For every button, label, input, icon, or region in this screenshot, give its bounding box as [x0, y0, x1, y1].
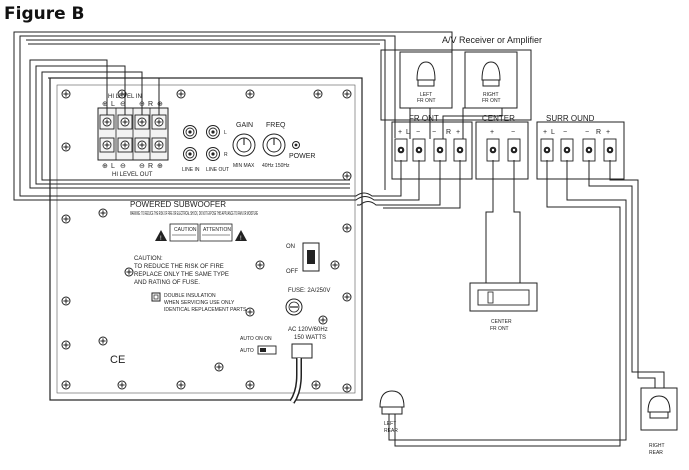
switch-off-label: OFF	[286, 269, 298, 275]
freq-label: FREQ	[266, 122, 286, 129]
right-front-label-1: RIGHT	[483, 92, 499, 98]
speaker-center: CENTER FR ONT	[469, 282, 538, 332]
caution-line-4: AND RATING OF FUSE.	[134, 280, 200, 286]
freq-knob-icon	[262, 133, 286, 157]
fuse-label: FUSE: 2A/250V	[288, 288, 330, 294]
hi-out-pin-6: ⊕	[157, 163, 163, 170]
svg-text:!: !	[240, 236, 242, 242]
speaker-right-rear: RIGHT REAR	[640, 387, 678, 456]
hi-out-pin-3: ⊖	[120, 163, 126, 170]
caution-line-3: REPLACE ONLY THE SAME TYPE	[134, 272, 229, 278]
product-name: POWERED SUBWOOFER	[130, 200, 226, 209]
surround-l-label: L	[551, 129, 555, 136]
surround-section-label: SURR OUND	[546, 114, 595, 123]
rca-l-label: L	[224, 130, 227, 136]
hi-level-terminal-block: ⊕ L ⊖ ⊖ R ⊕ HI LEVEL IN ⊕ L ⊖ ⊖ R ⊕ HI L…	[97, 94, 169, 178]
speaker-icon	[647, 395, 671, 419]
hi-out-pin-1: ⊕	[102, 163, 108, 170]
warning-triangle-right-icon: !	[235, 230, 247, 242]
hi-in-pin-5: R	[148, 101, 153, 108]
rca-r-label: R	[224, 152, 228, 158]
speaker-right-front: RIGHT FR ONT	[464, 51, 518, 109]
front-section-label: FR ONT	[409, 114, 439, 123]
left-rear-label-2: REAR	[384, 428, 398, 434]
speaker-icon	[379, 390, 405, 415]
hi-out-pin-4: ⊖	[139, 163, 145, 170]
gain-label: GAIN	[236, 122, 253, 129]
surround-r-plus: +	[606, 129, 610, 136]
double-insulation-line-1: DOUBLE INSULATION	[164, 293, 216, 299]
warning-small-text: WARNING: TO REDUCE THE RISK OF FIRE OR E…	[130, 211, 258, 217]
power-cord-icon	[289, 343, 313, 404]
auto-on-label: AUTO ON ON	[240, 336, 272, 342]
switch-on-label: ON	[286, 244, 295, 250]
left-front-label-1: LEFT	[420, 92, 432, 98]
speaker-icon	[481, 61, 501, 87]
double-insulation-icon	[151, 292, 161, 302]
center-speaker-label-1: CENTER	[491, 319, 512, 325]
left-front-label-2: FR ONT	[417, 98, 436, 104]
double-insulation-line-3: IDENTICAL REPLACEMENT PARTS	[164, 307, 247, 313]
front-l-minus: −	[416, 129, 420, 136]
attention-box-label: ATTENTION	[203, 227, 231, 233]
right-front-label-2: FR ONT	[482, 98, 501, 104]
power-label: POWER	[289, 153, 315, 160]
hi-in-pin-6: ⊕	[157, 101, 163, 108]
caution-line-1: CAUTION:	[134, 256, 163, 262]
double-insulation-line-2: WHEN SERVICING USE ONLY	[164, 300, 235, 306]
ce-mark: CE	[110, 354, 125, 366]
auto-mode-switch[interactable]	[257, 345, 277, 355]
front-l-label: L	[406, 129, 410, 136]
speaker-wires	[13, 31, 665, 447]
svg-text:!: !	[160, 236, 162, 242]
receiver-block: A/V Receiver or Amplifier FR ONT CENTER …	[380, 35, 625, 180]
hi-out-pin-5: R	[148, 163, 153, 170]
line-out-label: LINE OUT	[206, 167, 229, 173]
speaker-icon	[416, 61, 436, 87]
ac-rating-line-1: AC 120V/60Hz	[288, 327, 328, 333]
warning-label-block: POWERED SUBWOOFER WARNING: TO REDUCE THE…	[130, 200, 258, 313]
surround-r-label: R	[596, 129, 601, 136]
surround-l-plus: +	[543, 129, 547, 136]
hi-in-pin-1: ⊕	[102, 101, 108, 108]
center-plus: +	[490, 129, 494, 136]
power-switch[interactable]: ON OFF	[286, 242, 320, 275]
caution-box-label: CAUTION	[174, 227, 197, 233]
center-section-label: CENTER	[482, 114, 515, 123]
caution-line-2: TO REDUCE THE RISK OF FIRE	[134, 264, 224, 270]
front-r-label: R	[446, 129, 451, 136]
ac-rating-line-2: 150 WATTS	[294, 335, 326, 341]
speaker-left-front: LEFT FR ONT	[399, 51, 453, 109]
front-l-plus: +	[398, 129, 402, 136]
fuse-holder-icon[interactable]	[285, 298, 303, 316]
freq-range-label: 40Hz 150Hz	[262, 163, 290, 169]
gain-range-label: MIN MAX	[233, 163, 255, 169]
left-rear-label-1: LEFT	[384, 421, 396, 427]
center-minus: −	[511, 129, 515, 136]
right-rear-label-1: RIGHT	[649, 443, 665, 449]
surround-r-minus: −	[585, 129, 589, 136]
auto-label: AUTO	[240, 348, 254, 354]
receiver-title: A/V Receiver or Amplifier	[442, 35, 542, 45]
speaker-left-rear: LEFT REAR	[379, 390, 405, 434]
right-rear-label-2: REAR	[649, 450, 663, 456]
center-speaker-label-2: FR ONT	[490, 326, 509, 332]
hi-in-pin-2: L	[111, 101, 115, 108]
figure-title: Figure B	[4, 4, 85, 24]
front-r-plus: +	[456, 129, 460, 136]
warning-triangle-icon: !	[155, 230, 167, 242]
rca-jacks: L R LINE IN LINE OUT	[182, 125, 229, 173]
line-in-label: LINE IN	[182, 167, 200, 173]
subwoofer-back-panel: ⊕ L ⊖ ⊖ R ⊕ HI LEVEL IN ⊕ L ⊖ ⊖ R ⊕ HI L…	[49, 77, 363, 404]
front-r-minus: −	[432, 129, 436, 136]
power-led-icon	[292, 141, 300, 149]
surround-l-minus: −	[563, 129, 567, 136]
hi-level-out-label: HI LEVEL OUT	[112, 172, 153, 178]
hi-in-pin-3: ⊖	[120, 101, 126, 108]
gain-knob-icon	[232, 133, 256, 157]
hi-out-pin-2: L	[111, 163, 115, 170]
gain-freq-controls: GAIN FREQ MIN MAX 40Hz 150Hz POWER	[232, 122, 315, 169]
